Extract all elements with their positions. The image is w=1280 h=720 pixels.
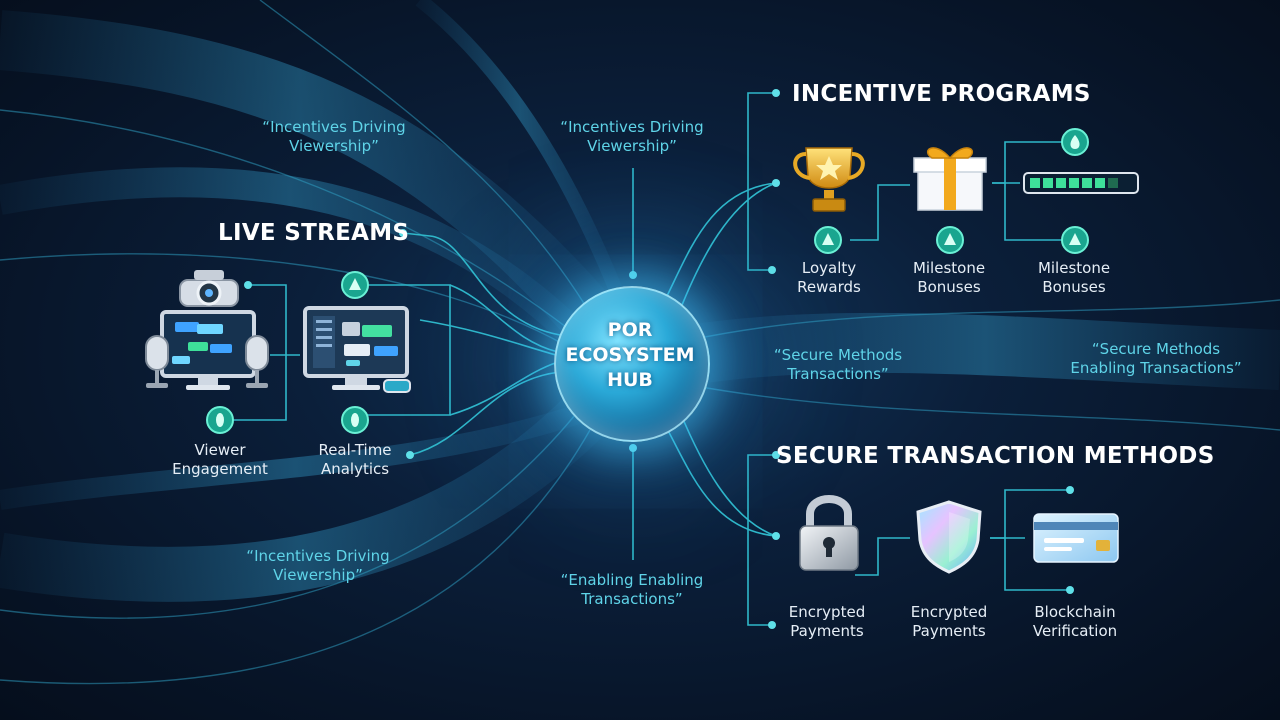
- connector-dots: [244, 89, 1074, 629]
- incentive-programs-heading: INCENTIVE PROGRAMS: [792, 81, 1091, 107]
- shield-icon: [916, 500, 982, 574]
- quote-top-left: “Incentives Driving Viewership”: [214, 118, 454, 156]
- loyalty-rewards-label: Loyalty Rewards: [754, 259, 904, 297]
- quote-top-center-line2: Viewership”: [587, 137, 677, 155]
- real-time-analytics-line2: Analytics: [320, 460, 390, 478]
- quote-right-inner-line1: “Secure Methods: [773, 346, 903, 364]
- quote-top-center: “Incentives Driving Viewership”: [512, 118, 752, 156]
- milestone-bonuses-line1: Milestone: [912, 259, 986, 277]
- credit-card-icon: [1033, 513, 1119, 563]
- live-streams-heading: LIVE STREAMS: [218, 220, 410, 246]
- quote-right-inner-line2: Transactions”: [787, 365, 889, 383]
- viewer-engagement-line2: Engagement: [172, 460, 268, 478]
- streaming-setup-icon: [145, 270, 269, 390]
- quote-top-left-line1: “Incentives Driving: [262, 118, 406, 136]
- loyalty-rewards-line2: Rewards: [797, 278, 861, 296]
- node-markers: [206, 128, 1089, 434]
- hub-label-line3: HUB: [607, 369, 653, 391]
- quote-right-outer: “Secure Methods Enabling Transactions”: [1036, 340, 1276, 378]
- encrypted-payments-line2: Payments: [790, 622, 864, 640]
- hub-connectors: [402, 168, 777, 560]
- node-marker-viewer: [206, 406, 234, 434]
- node-marker-bonus-bottom: [1061, 226, 1089, 254]
- quote-bottom-center-line1: “Enabling Enabling: [560, 571, 704, 589]
- node-marker-analytics: [341, 406, 369, 434]
- blockchain-verification-line2: Verification: [1032, 622, 1118, 640]
- analytics-monitor-icon: [303, 306, 411, 393]
- hub-label-line2: ECOSYSTEM: [565, 344, 695, 366]
- node-marker-bonus-top: [1061, 128, 1089, 156]
- ribbon-top: [415, 0, 627, 303]
- encrypted-payments-2-line2: Payments: [912, 622, 986, 640]
- quote-bottom-center: “Enabling Enabling Transactions”: [512, 571, 752, 609]
- milestone-bonuses-line2: Bonuses: [917, 278, 981, 296]
- encrypted-payments-line1: Encrypted: [788, 603, 866, 621]
- quote-right-inner: “Secure Methods Transactions”: [718, 346, 958, 384]
- hub-label-line1: POR: [607, 319, 653, 341]
- milestone-bonuses-label-2: Milestone Bonuses: [999, 259, 1149, 297]
- secure-connectors: [747, 454, 1070, 626]
- ecosystem-hub[interactable]: [554, 286, 710, 442]
- viewer-engagement-label: Viewer Engagement: [145, 441, 295, 479]
- quote-bottom-left-line2: Viewership”: [273, 566, 363, 584]
- real-time-analytics-line1: Real-Time: [318, 441, 392, 459]
- trophy-icon: [793, 147, 865, 212]
- encrypted-payments-2-line1: Encrypted: [910, 603, 988, 621]
- live-streams-connectors: [230, 284, 451, 421]
- quote-top-center-line1: “Incentives Driving: [560, 118, 704, 136]
- quote-bottom-left-line1: “Incentives Driving: [246, 547, 390, 565]
- loyalty-rewards-line1: Loyalty: [801, 259, 857, 277]
- milestone-bonuses-2-line2: Bonuses: [1042, 278, 1106, 296]
- real-time-analytics-label: Real-Time Analytics: [280, 441, 430, 479]
- quote-top-left-line2: Viewership”: [289, 137, 379, 155]
- quote-right-outer-line2: Enabling Transactions”: [1070, 359, 1242, 377]
- node-marker-loyalty: [814, 226, 842, 254]
- ribbon-right: [685, 312, 1280, 390]
- quote-bottom-center-line2: Transactions”: [581, 590, 683, 608]
- progress-bar-icon: [1023, 172, 1139, 194]
- milestone-bonuses-label: Milestone Bonuses: [874, 259, 1024, 297]
- node-marker-live-top: [341, 271, 369, 299]
- ribbon-upper-left: [0, 10, 623, 350]
- encrypted-payments-label-2: Encrypted Payments: [874, 603, 1024, 641]
- gift-icon: [913, 147, 987, 211]
- ribbon-left: [0, 167, 591, 351]
- node-marker-milestone: [936, 226, 964, 254]
- milestone-bonuses-2-line1: Milestone: [1037, 259, 1111, 277]
- padlock-icon: [799, 495, 859, 571]
- encrypted-payments-label: Encrypted Payments: [752, 603, 902, 641]
- quote-right-outer-line1: “Secure Methods: [1091, 340, 1221, 358]
- secure-transaction-heading: SECURE TRANSACTION METHODS: [776, 443, 1215, 469]
- blockchain-verification-line1: Blockchain: [1034, 603, 1116, 621]
- incentive-connectors: [747, 92, 1062, 271]
- background-ribbons: [0, 0, 1280, 602]
- blockchain-verification-label: Blockchain Verification: [1000, 603, 1150, 641]
- quote-bottom-left: “Incentives Driving Viewership”: [198, 547, 438, 585]
- viewer-engagement-line1: Viewer: [194, 441, 246, 459]
- hub-label: POR ECOSYSTEM HUB: [554, 318, 706, 393]
- flow-lines: [0, 0, 1280, 685]
- ribbon-bottom-left: [0, 400, 594, 510]
